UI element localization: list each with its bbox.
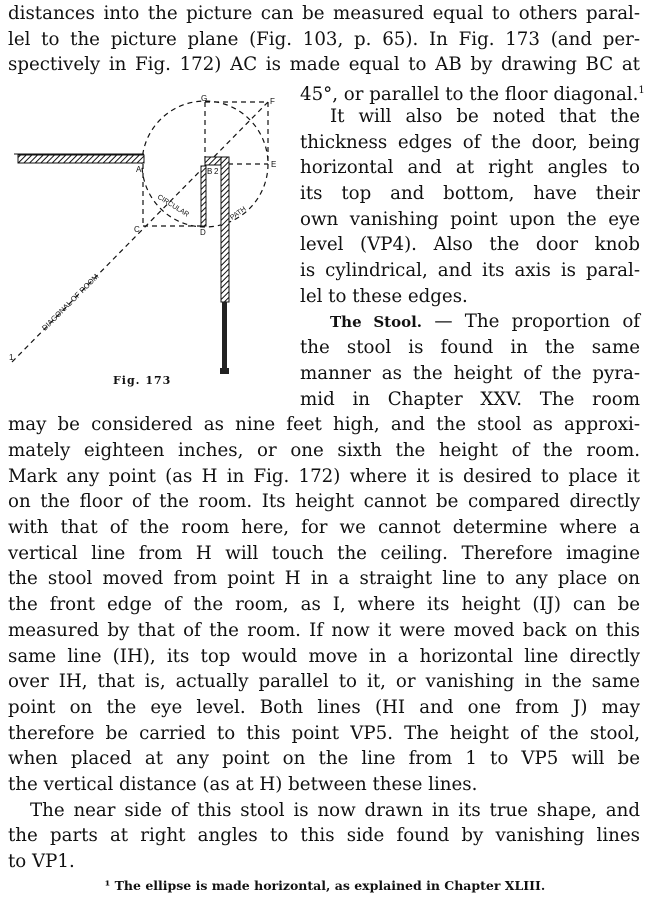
text-line: over IH, that is, actually parallel to i… [8,671,640,693]
text-span: 45°, or parallel to the floor diagonal. [300,84,639,106]
fig-label-a: A [136,165,142,174]
fig-label-c: C [134,225,140,234]
text-line: manner as the height of the pyra- [300,362,640,384]
text-line: mid in Chapter XXV. The room [300,388,640,410]
text-line: distances into the picture can be measur… [8,3,640,24]
text-line: It will also be noted that the [330,105,640,127]
text-line: vertical line from H will touch the ceil… [8,542,640,564]
fig-label-f: F [270,97,275,106]
text-line: is cylindrical, and its axis is paral- [300,260,640,281]
text-line: measured by that of the room. If now it … [8,619,640,641]
text-line: therefore be carried to this point VP5. … [8,722,640,744]
text-line: the front edge of the room, as I, where … [8,594,640,616]
figure-caption: Fig. 173 [113,374,172,387]
text-line: spectively in Fig. 172) AC is made equal… [8,54,640,76]
text-line: Mark any point (as H in Fig. 172) where … [8,465,640,487]
text-line: its top and bottom, have their [300,182,640,204]
fig-label-d: D [200,228,206,237]
fig-label-path: PATH [229,206,247,222]
text-line: the stool moved from point H in a straig… [8,568,640,590]
text-line: with that of the room here, for we canno… [8,517,640,538]
text-line: lel to the picture plane (Fig. 103, p. 6… [8,28,640,50]
text-line: the vertical distance (as at H) between … [8,774,478,795]
fig-label-circular: CIRCULAR [156,194,190,219]
diagonal-of-room [11,101,269,363]
text-line: to VP1. [8,851,75,873]
fig-label-g: G [201,94,207,103]
footnote-mark[interactable]: 1 [638,85,645,97]
text-line: point on the eye level. Both lines (HI a… [8,696,640,718]
text-line: may be considered as nine feet high, and… [8,414,640,436]
text-line: when placed at any point on the line fro… [8,748,640,770]
fig-label-e: E [271,160,276,169]
text-line: 45°, or parallel to the floor diagonal.1 [300,80,645,106]
text-line: the stool is found in the same [300,337,640,359]
footnote: ¹ The ellipse is made horizontal, as exp… [104,878,546,893]
text-line: thickness edges of the door, being [300,131,640,153]
fig-label-diagonal: DIAGONAL OF ROOM [40,272,100,332]
text-line: the parts at right angles to this side f… [8,825,640,847]
fig-label-b: B [207,167,212,176]
fig-label-1: 1 [9,353,14,362]
fig-label-2: 2 [214,167,219,176]
figure-173: A B C D E F G 1 2 CIRCULAR PATH DIAGONAL… [9,94,276,374]
text-line: The near side of this stool is now drawn… [30,799,640,821]
text-line: horizontal and at right angles to [300,157,640,179]
text-line: mately eighteen inches, or one sixth the… [8,439,640,461]
text-line: own vanishing point upon the eye [300,208,640,230]
section-heading: The Stool. [330,313,423,332]
text-line: same line (IH), its top would move in a … [8,645,640,667]
text-line: on the floor of the room. Its height can… [8,491,640,513]
text-line: lel to these edges. [300,285,468,307]
text-span: — The proportion of [422,311,640,333]
text-line: level (VP4). Also the door knob [300,234,640,256]
stool-section-start: The Stool. — The proportion of [330,311,640,333]
